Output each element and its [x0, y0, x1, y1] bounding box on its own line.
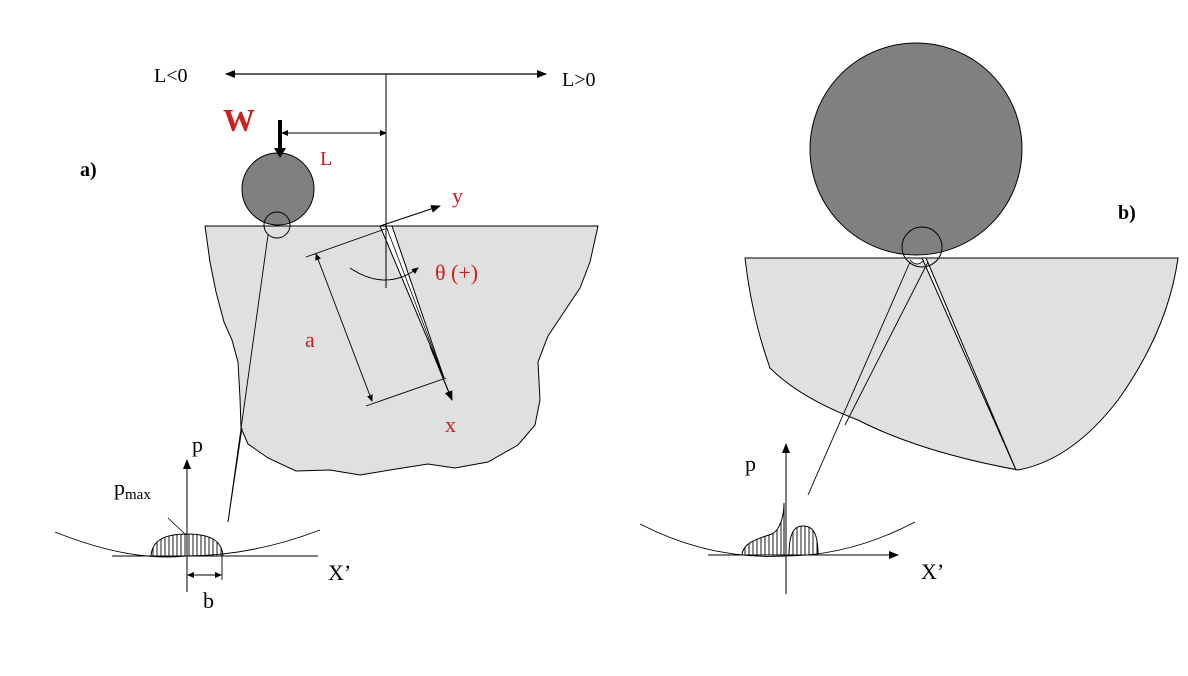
pmax-label: pmax	[114, 475, 151, 503]
crack-center-line	[385, 225, 445, 379]
x-axis-label: x	[445, 412, 456, 437]
leader-line-right-b	[844, 261, 929, 426]
pressure-inset-a: p pmax b X’	[54, 432, 351, 613]
y-axis-arrow	[379, 205, 441, 227]
contact-zone-circle-b	[901, 226, 943, 268]
crack-length-dimension	[315, 253, 373, 402]
surface-curve-b	[639, 521, 916, 557]
pressure-profile-b-left	[741, 502, 785, 556]
surface-axis-label-a: X’	[328, 560, 351, 585]
pressure-profile-b-right	[788, 525, 819, 556]
pressure-inset-b: p X’	[639, 443, 944, 594]
pmax-main: p	[114, 475, 125, 500]
contact-notch-b	[909, 259, 925, 265]
solid-body-a	[204, 225, 599, 476]
l-positive-label: L>0	[562, 69, 596, 91]
panel-label-b: b)	[1118, 202, 1136, 224]
x-axis-arrow	[429, 345, 453, 401]
surface-axis-label-b: X’	[921, 559, 944, 584]
contact-zone-circle-a	[263, 211, 291, 239]
pmax-leader	[167, 517, 187, 536]
y-axis-label: y	[452, 183, 463, 208]
load-arrow-head	[274, 148, 286, 158]
roller-b	[809, 42, 1023, 256]
panel-b: p X’ b)	[639, 42, 1179, 594]
pmax-subscript: max	[125, 487, 151, 503]
panel-label-a: a)	[80, 159, 97, 181]
pressure-axis-label-a: p	[192, 432, 203, 457]
contact-half-width-label: b	[203, 588, 214, 613]
l-negative-label: L<0	[154, 65, 188, 87]
crack-length-ext-top	[305, 228, 386, 258]
roller-a	[241, 152, 315, 226]
surface-crack-b	[921, 257, 1017, 471]
angle-label: θ (+)	[435, 260, 478, 285]
load-label: W	[223, 102, 255, 138]
pressure-axis-label-b: p	[745, 451, 756, 476]
offset-label: L	[320, 148, 332, 170]
leader-line-left-a	[227, 234, 269, 523]
leader-line-right-a	[227, 427, 243, 523]
leader-line-left-b	[807, 261, 911, 496]
panel-a: W L<0 L>0 L y x θ (+) a	[54, 65, 599, 613]
solid-body-b	[744, 257, 1179, 471]
crack-length-label: a	[305, 327, 315, 352]
crack-length-ext-bottom	[365, 377, 447, 407]
